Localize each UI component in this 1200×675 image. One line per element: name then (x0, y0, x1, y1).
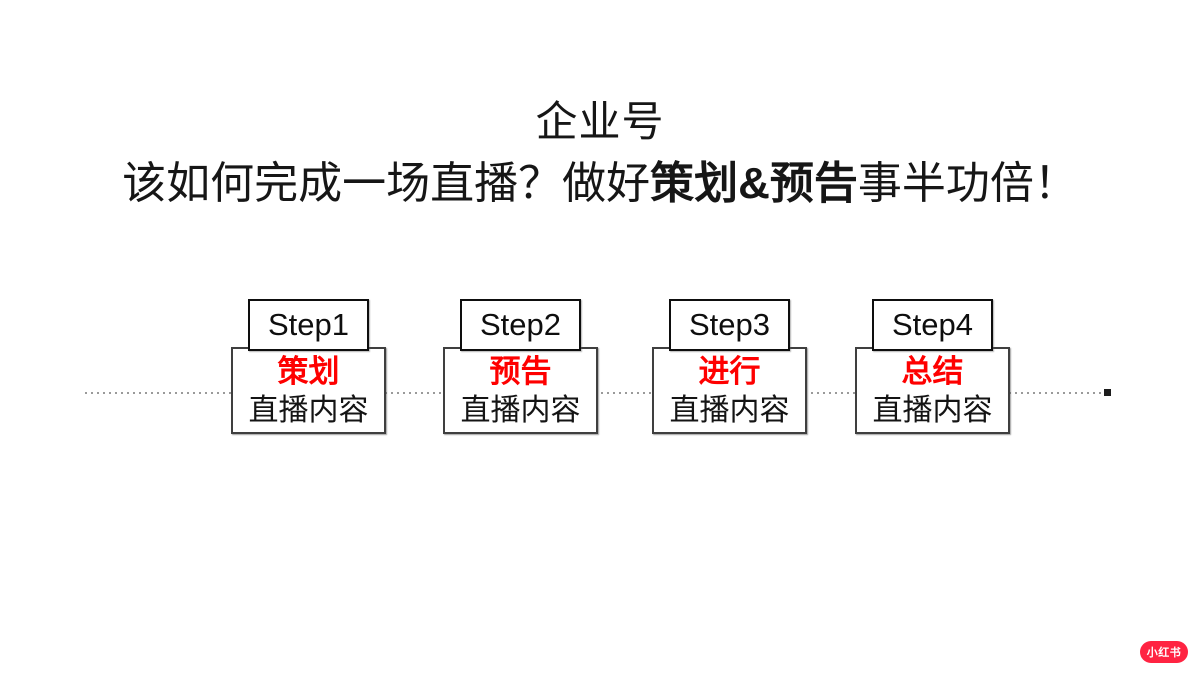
page-subtitle: 该如何完成一场直播？做好策划&预告事半功倍！ (0, 154, 1200, 214)
page-title: 企业号 (535, 98, 665, 145)
step-keyword: 策划 (277, 353, 340, 389)
step-keyword: 预告 (489, 353, 552, 389)
step-keyword: 总结 (901, 353, 964, 389)
timeline-end-marker (1104, 389, 1111, 396)
step-content-box: 进行 直播内容 (652, 347, 807, 434)
step-label-box: Step4 (872, 299, 993, 351)
step-label-box: Step2 (460, 299, 581, 351)
step-content-box: 总结 直播内容 (855, 347, 1010, 434)
step-group-3: Step3 进行 直播内容 (652, 299, 807, 435)
step-content-box: 预告 直播内容 (443, 347, 598, 434)
step-description: 直播内容 (248, 393, 369, 427)
step-description: 直播内容 (872, 393, 993, 427)
step-label-box: Step3 (669, 299, 790, 351)
subtitle-prefix: 该如何完成一场直播？做好 (122, 159, 651, 208)
step-label-box: Step1 (248, 299, 369, 351)
step-keyword: 进行 (698, 353, 761, 389)
subtitle-bold-keywords: 策划&预告 (650, 159, 858, 208)
step-group-4: Step4 总结 直播内容 (855, 299, 1010, 435)
subtitle-suffix: 事半功倍！ (857, 159, 1078, 208)
step-description: 直播内容 (460, 393, 581, 427)
step-description: 直播内容 (669, 393, 790, 427)
step-group-2: Step2 预告 直播内容 (443, 299, 598, 435)
xiaohongshu-logo: 小红书 (1140, 641, 1188, 663)
step-group-1: Step1 策划 直播内容 (231, 299, 386, 435)
step-content-box: 策划 直播内容 (231, 347, 386, 434)
